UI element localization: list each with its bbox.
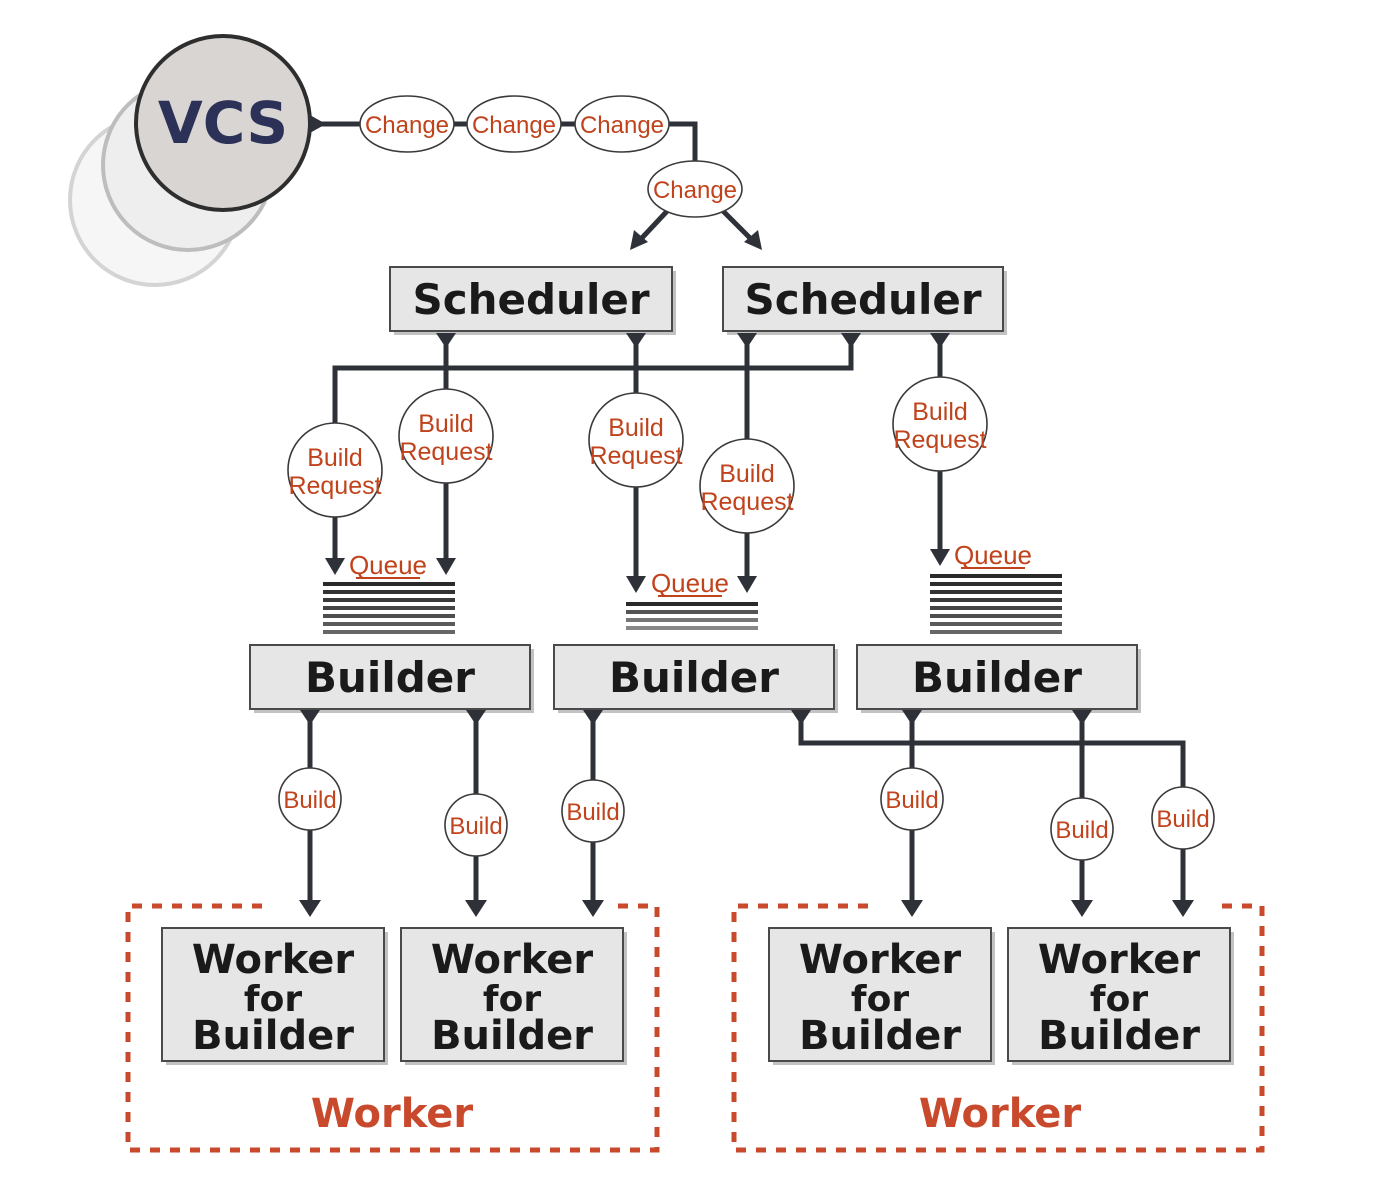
- wfb-line3: Builder: [431, 1013, 593, 1059]
- change-label: Change: [580, 112, 664, 139]
- build-request-line1: Build: [719, 460, 775, 488]
- worker-container: Worker: [731, 903, 1265, 1153]
- build-request-bubble: Build Request: [892, 376, 988, 472]
- build-bubble: Build: [1050, 797, 1114, 861]
- build-request-line1: Build: [912, 398, 968, 426]
- change-label: Change: [472, 112, 556, 139]
- worker-label: Worker: [311, 1091, 474, 1137]
- wfb-line1: Worker: [192, 937, 355, 983]
- queue-label: Queue: [651, 568, 729, 598]
- worker-for-builder-box: Worker for Builder: [161, 927, 388, 1065]
- builder-label: Builder: [912, 653, 1082, 702]
- build-label: Build: [885, 787, 938, 814]
- build-label: Build: [283, 787, 336, 814]
- worker-for-builder-box: Worker for Builder: [400, 927, 627, 1065]
- build-bubble: Build: [278, 767, 342, 831]
- builder-label: Builder: [609, 653, 779, 702]
- builder-box: Builder: [856, 644, 1141, 713]
- wfb-line2: for: [851, 979, 909, 1020]
- change-bubble: Change: [647, 160, 743, 218]
- worker-label: Worker: [919, 1091, 1082, 1137]
- build-request-line2: Request: [288, 472, 381, 500]
- build-request-line1: Build: [608, 414, 664, 442]
- build-request-bubble: Build Request: [699, 438, 795, 534]
- queue: Queue: [626, 568, 758, 630]
- queue: Queue: [930, 540, 1062, 634]
- wfb-line3: Builder: [1038, 1013, 1200, 1059]
- build-label: Build: [449, 813, 502, 840]
- build-request-line2: Request: [589, 442, 682, 470]
- wfb-line2: for: [483, 979, 541, 1020]
- queue-label: Queue: [349, 550, 427, 580]
- build-label: Build: [1156, 806, 1209, 833]
- build-bubble: Build: [1151, 786, 1215, 850]
- wfb-line2: for: [1090, 979, 1148, 1020]
- vcs-label: VCS: [158, 89, 288, 157]
- worker-for-builder-box: Worker for Builder: [768, 927, 995, 1065]
- build-label: Build: [566, 799, 619, 826]
- queue-label: Queue: [954, 540, 1032, 570]
- build-label: Build: [1055, 817, 1108, 844]
- change-bubble: Change: [574, 95, 670, 153]
- scheduler-box: Scheduler: [722, 266, 1007, 335]
- wfb-line1: Worker: [1038, 937, 1201, 983]
- change-bubble: Change: [466, 95, 562, 153]
- wfb-line2: for: [244, 979, 302, 1020]
- wfb-line3: Builder: [799, 1013, 961, 1059]
- build-request-line2: Request: [893, 426, 986, 454]
- scheduler-label: Scheduler: [744, 275, 981, 324]
- builder-box: Builder: [553, 644, 838, 713]
- build-request-line1: Build: [418, 410, 474, 438]
- build-bubble: Build: [880, 767, 944, 831]
- change-bubble: Change: [359, 95, 455, 153]
- scheduler-box: Scheduler: [389, 266, 676, 335]
- build-bubble: Build: [444, 793, 508, 857]
- wfb-line1: Worker: [799, 937, 962, 983]
- wfb-line1: Worker: [431, 937, 594, 983]
- worker-for-builder-box: Worker for Builder: [1007, 927, 1234, 1065]
- change-label: Change: [365, 112, 449, 139]
- scheduler-label: Scheduler: [412, 275, 649, 324]
- build-request-bubble: Build Request: [287, 422, 383, 518]
- wfb-line3: Builder: [192, 1013, 354, 1059]
- build-request-bubble: Build Request: [398, 388, 494, 484]
- vcs-node: VCS: [68, 34, 312, 287]
- build-request-bubble: Build Request: [588, 392, 684, 488]
- build-request-line1: Build: [307, 444, 363, 472]
- build-request-line2: Request: [700, 488, 793, 516]
- build-request-line2: Request: [399, 438, 492, 466]
- worker-container: Worker: [125, 903, 660, 1153]
- change-label: Change: [653, 177, 737, 204]
- builder-box: Builder: [249, 644, 534, 713]
- builder-label: Builder: [305, 653, 475, 702]
- build-bubble: Build: [561, 779, 625, 843]
- queue: Queue: [323, 550, 455, 634]
